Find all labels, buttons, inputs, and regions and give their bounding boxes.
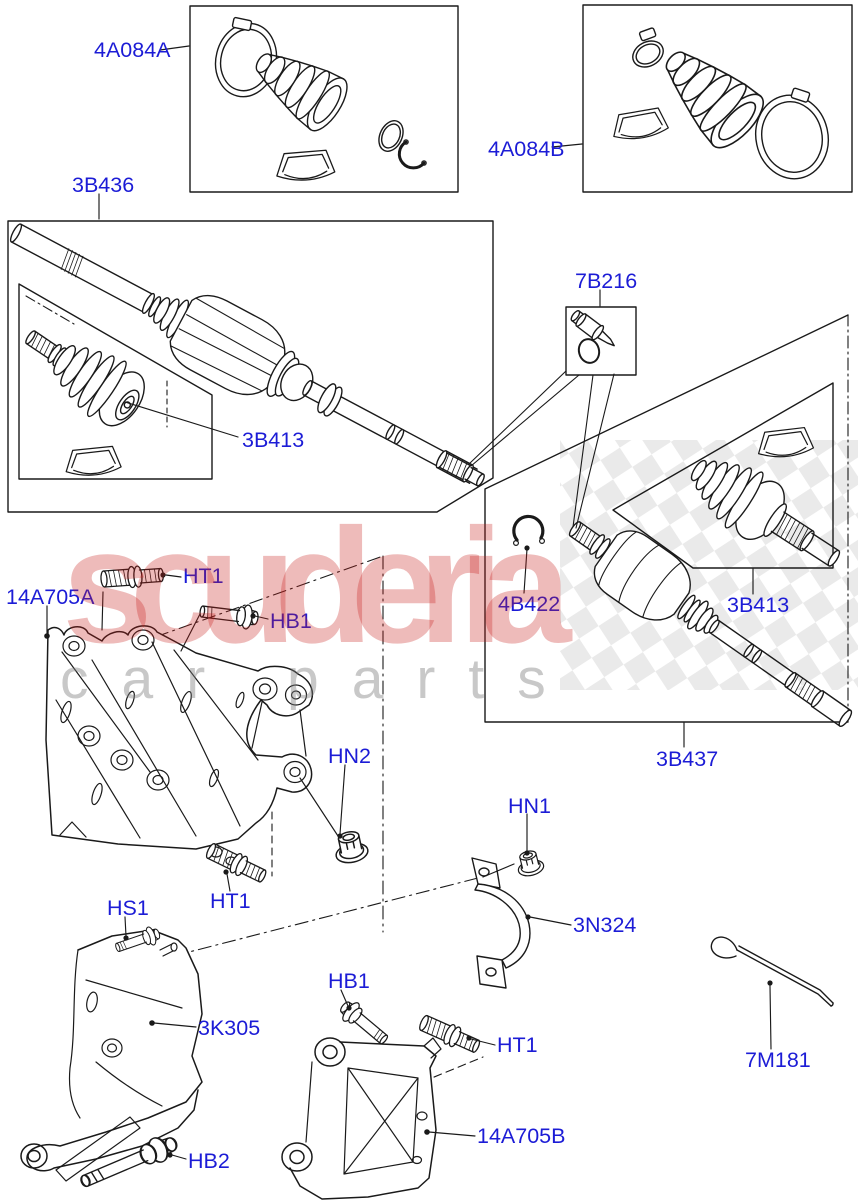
circlip-drawing <box>512 514 545 546</box>
leader-dots <box>44 545 773 1158</box>
callout-7m181[interactable]: 7M181 <box>745 1048 811 1072</box>
callout-hb1-upper[interactable]: HB1 <box>270 609 312 633</box>
box-driveshaft-rh <box>484 314 849 723</box>
callout-3b436[interactable]: 3B436 <box>72 173 134 197</box>
callout-hs1[interactable]: HS1 <box>107 896 149 920</box>
callout-14a705a[interactable]: 14A705A <box>6 585 95 609</box>
saddle-clamp-drawing <box>471 857 531 989</box>
stud-ht1-middle <box>203 839 270 888</box>
callout-hn2[interactable]: HN2 <box>328 744 371 768</box>
callout-3k305[interactable]: 3K305 <box>198 1016 260 1040</box>
box-boot-kit-inner <box>582 4 853 193</box>
callout-7b216[interactable]: 7B216 <box>575 269 637 293</box>
nut-hn1 <box>513 847 546 879</box>
boot-kit-inner-drawing <box>610 27 829 180</box>
leader-lines <box>46 45 772 1160</box>
grease-kit-drawing <box>570 310 615 364</box>
box-cv-joint-lh <box>18 283 213 480</box>
callout-3b413-lh[interactable]: 3B413 <box>242 428 304 452</box>
cv-joint-lh-drawing <box>25 330 145 427</box>
callout-14a705b[interactable]: 14A705B <box>477 1124 565 1148</box>
callout-hb1-lower[interactable]: HB1 <box>328 969 370 993</box>
callout-labels: 4A084A 4A084B 3B436 3B413 7B216 4B422 3B… <box>6 38 811 1173</box>
callout-3n324[interactable]: 3N324 <box>573 913 636 937</box>
bracket-lower-drawing <box>281 1037 442 1200</box>
callout-4a084b[interactable]: 4A084B <box>488 137 565 161</box>
box-driveshaft-lh <box>7 220 494 513</box>
brand-watermark-tagline: car parts <box>60 647 579 711</box>
boot-kit-outer-drawing <box>214 16 427 182</box>
driveshaft-lh-drawing <box>9 223 485 487</box>
applicator-rod-drawing <box>710 936 834 1007</box>
brand-watermark: scuderia <box>62 494 573 677</box>
callout-4a084a[interactable]: 4A084A <box>94 38 171 62</box>
callout-3b437[interactable]: 3B437 <box>656 747 718 771</box>
callout-hb2[interactable]: HB2 <box>188 1149 230 1173</box>
box-boot-kit-outer <box>189 5 459 193</box>
callout-ht1-middle[interactable]: HT1 <box>210 889 251 913</box>
cv-joint-rh-drawing <box>690 459 841 567</box>
driveshaft-rh-drawing <box>568 426 853 728</box>
callout-hn1[interactable]: HN1 <box>508 794 551 818</box>
bracket-side-drawing <box>20 929 203 1172</box>
box-cv-joint-rh <box>612 382 834 569</box>
callout-ht1-lower[interactable]: HT1 <box>497 1033 538 1057</box>
shim-plate <box>55 1116 141 1182</box>
bracket-upper-drawing <box>45 625 314 866</box>
box-grease-kit <box>565 306 637 376</box>
callout-ht1-upper[interactable]: HT1 <box>183 564 224 588</box>
callout-3b413-rh[interactable]: 3B413 <box>727 593 789 617</box>
grease-kit-pointer-lines <box>468 370 615 529</box>
clamp-buckle-icon <box>231 16 253 32</box>
callout-4b422[interactable]: 4B422 <box>498 592 560 616</box>
